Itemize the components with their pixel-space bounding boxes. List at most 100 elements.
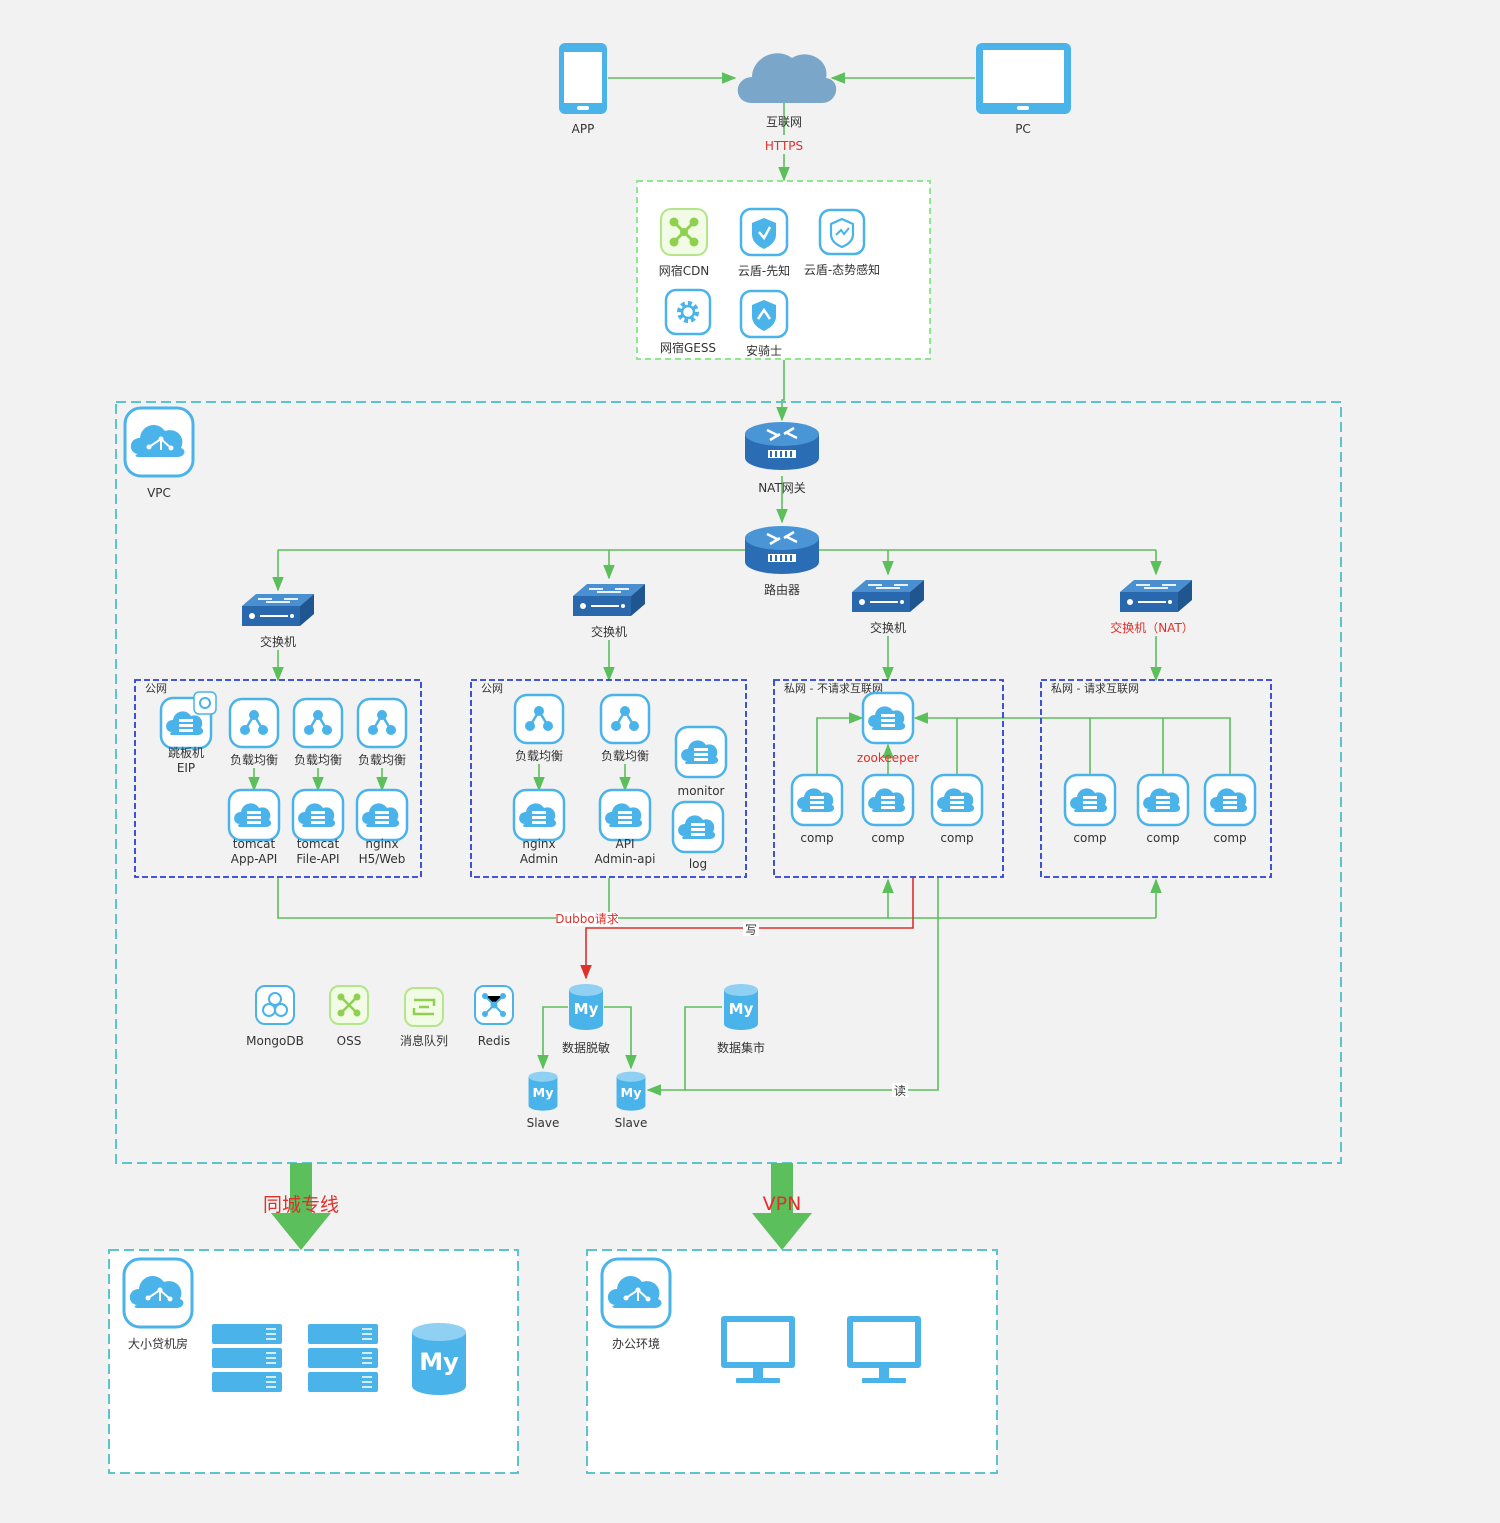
security-item-label: 网宿CDN [659, 263, 710, 278]
server-label-line2: App-API [231, 852, 278, 866]
mysql-slave-icon [616, 1071, 646, 1111]
leased-line-label: 同城专线 [263, 1194, 339, 1216]
situation-awareness-icon [818, 208, 866, 256]
comp-label: comp [1213, 831, 1246, 845]
read-label: 读 [894, 1084, 906, 1098]
vpc-box [115, 401, 1342, 1164]
cloud-icon [737, 53, 837, 103]
load-balancer-icon [356, 697, 408, 749]
router-icon [743, 524, 821, 576]
load-balancer-icon [292, 697, 344, 749]
tablet-icon [976, 43, 1071, 114]
db-mart-label: 数据集市 [717, 1040, 765, 1055]
db-icon-text: My [419, 1348, 459, 1376]
zone-title: 公网 [481, 682, 503, 695]
link-dubbo-bus [277, 878, 1156, 919]
load-balancer-label: 负载均衡 [230, 753, 278, 767]
switch-icon [851, 579, 925, 613]
database-icon: My [412, 1323, 466, 1395]
leased-line-arrow [271, 1163, 331, 1250]
server-label-line2: File-API [296, 852, 339, 866]
app-label: APP [572, 122, 595, 136]
internet-node: 互联网 HTTPS [737, 53, 837, 153]
pc-device: PC [976, 43, 1071, 136]
vpc-cloud-icon [123, 406, 195, 478]
security-item-label: 安骑士 [746, 343, 782, 358]
load-balancer-label: 负载均衡 [294, 753, 342, 767]
server-icon [227, 788, 281, 842]
db-slave-label: Slave [527, 1116, 560, 1130]
comp-label: comp [800, 831, 833, 845]
db-main-label: 数据脱敏 [562, 1040, 610, 1055]
https-label: HTTPS [765, 139, 803, 153]
log-label: log [689, 857, 707, 871]
office-group: 办公环境 [586, 1249, 998, 1474]
db-slave-label: Slave [615, 1116, 648, 1130]
pc-label: PC [1015, 122, 1031, 136]
switch-icon [1119, 579, 1193, 613]
mysql-slave-icon [528, 1071, 558, 1111]
mongodb-icon [255, 985, 295, 1025]
jump-server-label: 跳板机 [168, 746, 204, 760]
server-icon [512, 788, 566, 842]
monitor-server-icon [674, 725, 728, 779]
office-cloud-icon [600, 1257, 672, 1329]
server-label-line1: nginx [522, 837, 555, 851]
switch-icon [572, 583, 646, 617]
comp-server-icon [861, 773, 915, 827]
datacenter-cloud-icon [122, 1257, 194, 1329]
phone-icon [559, 43, 607, 114]
zone-box [773, 679, 1004, 878]
comp-server-icon [790, 773, 844, 827]
service-label: Redis [478, 1034, 510, 1048]
write-label: 写 [745, 923, 757, 937]
eip-badge-icon [193, 691, 217, 715]
server-label-line1: tomcat [297, 837, 340, 851]
server-label-line1: tomcat [233, 837, 276, 851]
switch-label: 交换机 [260, 634, 296, 649]
load-balancer-label: 负载均衡 [601, 749, 649, 763]
server-icon [355, 788, 409, 842]
server-label-line2: H5/Web [359, 852, 406, 866]
comp-label: comp [940, 831, 973, 845]
server-icon [598, 788, 652, 842]
mysql-mart-icon [724, 984, 758, 1030]
datacenter-label: 大小贷机房 [128, 1336, 188, 1351]
link-read [646, 878, 939, 1096]
office-label: 办公环境 [612, 1336, 660, 1351]
switch-icon [241, 593, 315, 627]
security-group: 网宿CDN 云盾-先知 云盾-态势感知 网宿GESS 安骑士 [636, 180, 931, 360]
server-rack-icon [307, 1323, 379, 1393]
zone-box [134, 679, 422, 878]
app-device: APP [559, 43, 607, 136]
load-balancer-icon [513, 693, 565, 745]
log-server-icon [671, 800, 725, 854]
server-label-line1: API [616, 837, 635, 851]
vpn-arrow [752, 1163, 812, 1250]
nat-gateway-label: NAT网关 [758, 481, 806, 495]
service-label: 消息队列 [400, 1033, 448, 1048]
comp-server-icon [1063, 773, 1117, 827]
service-label: OSS [337, 1034, 362, 1048]
server-rack-icon [211, 1323, 283, 1393]
vpn-label: VPN [763, 1193, 802, 1215]
connectors [248, 72, 1231, 1096]
dubbo-label: Dubbo请求 [555, 912, 618, 926]
gear-icon [664, 288, 712, 336]
load-balancer-icon [599, 693, 651, 745]
security-item-label: 云盾-先知 [738, 264, 790, 278]
switch-label: 交换机 [591, 624, 627, 639]
shield-icon [739, 207, 789, 257]
nat-gateway-icon [743, 420, 821, 472]
zone-private-internet: 私网 - 请求互联网 comp comp comp [1040, 679, 1272, 878]
security-item-label: 云盾-态势感知 [804, 262, 880, 277]
server-label-line2: Admin [520, 852, 558, 866]
router-label: 路由器 [764, 582, 800, 597]
cdn-icon [660, 208, 708, 256]
server-label-line1: nginx [365, 837, 398, 851]
zone-private-no-internet: 私网 - 不请求互联网 zookeeper comp comp comp [773, 679, 1004, 878]
comp-server-icon [930, 773, 984, 827]
oss-icon [329, 985, 369, 1025]
server-icon [291, 788, 345, 842]
monitor-label: monitor [678, 784, 725, 798]
